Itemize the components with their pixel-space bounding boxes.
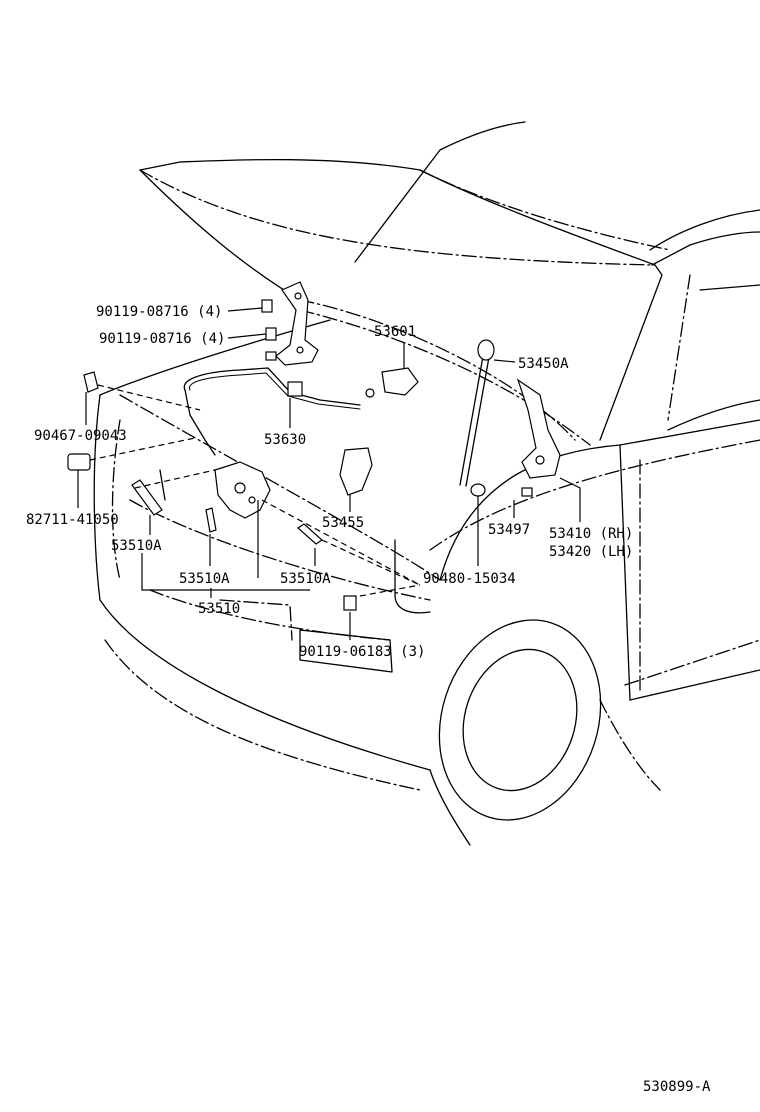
part-labels: 90119-08716 (4) 90119-08716 (4) 53601 53… (26, 304, 711, 1095)
hood-lock-release-lever (381, 367, 419, 396)
cushion-82711 (67, 453, 91, 471)
hood-lock-cable (183, 367, 375, 456)
label-90119-08716-upper: 90119-08716 (4) (96, 304, 222, 320)
hood-hinge-left (261, 281, 319, 366)
vehicle-outline (93, 121, 760, 846)
hood-lock-striker (339, 447, 373, 496)
label-53601: 53601 (374, 324, 416, 340)
hood-lock-assembly (214, 461, 271, 519)
label-53450a: 53450A (518, 356, 569, 372)
label-90119-08716-lower: 90119-08716 (4) (99, 331, 225, 347)
label-53497: 53497 (488, 522, 530, 538)
label-53510a-left: 53510A (111, 538, 162, 554)
label-90467-09043: 90467-09043 (34, 428, 127, 444)
hood-hinge-right (516, 378, 561, 497)
leader-lines (77, 307, 581, 640)
label-90119-06183: 90119-06183 (3) (299, 644, 425, 660)
springs (131, 479, 323, 545)
clip-90467 (83, 371, 99, 393)
label-53510: 53510 (198, 601, 240, 617)
label-53455: 53455 (322, 515, 364, 531)
label-53410-rh: 53410 (RH) (549, 526, 633, 542)
label-53510a-right: 53510A (280, 571, 331, 587)
label-53630: 53630 (264, 432, 306, 448)
label-53420-lh: 53420 (LH) (549, 544, 633, 560)
hood-support-rod (459, 339, 495, 497)
label-53510a-center: 53510A (179, 571, 230, 587)
diagram-code: 530899-A (643, 1079, 711, 1095)
bolt-90119-06183 (343, 595, 357, 611)
sight-lines (89, 384, 421, 597)
label-82711-41050: 82711-41050 (26, 512, 119, 528)
label-90480-15034: 90480-15034 (423, 571, 516, 587)
